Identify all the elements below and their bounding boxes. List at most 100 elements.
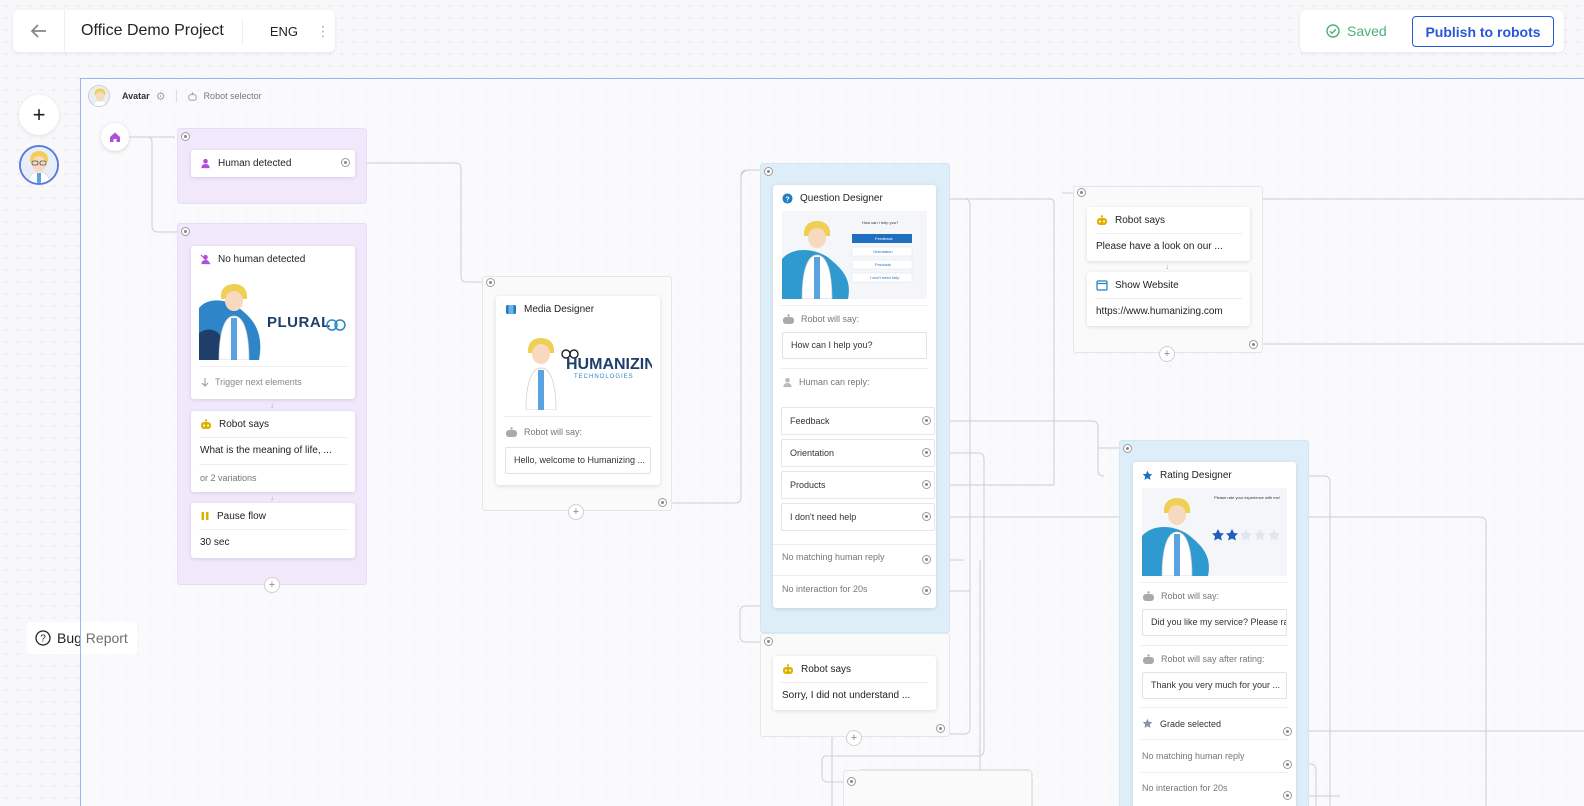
add-node-button[interactable]: + [846,730,862,746]
add-element-button[interactable]: + [19,95,59,135]
project-header: Office Demo Project ENG ⋮ [13,10,335,52]
after-rating-text[interactable]: Thank you very much for your ... [1142,672,1287,699]
output-port[interactable] [1283,727,1292,736]
preview-text: Please rate your experience with me! [1214,495,1280,500]
robot-selector[interactable]: Robot selector [203,91,262,101]
avatar-illustration [782,221,913,299]
trigger-next-row[interactable]: Trigger next elements [191,367,355,397]
robot-says-text: Sorry, I did not understand ... [782,690,911,701]
reply-option[interactable]: I don't need help [781,503,935,531]
grade-selected-row[interactable]: Grade selected [1133,708,1296,739]
brand-logo-text: HUMANIZING [566,356,652,373]
language-selector[interactable]: ENG [269,23,299,39]
output-port[interactable] [341,158,350,167]
output-port[interactable] [922,480,931,489]
input-port[interactable] [486,278,495,287]
output-port[interactable] [1283,760,1292,769]
reply-option[interactable]: Products [781,471,935,499]
output-port[interactable] [922,448,931,457]
human-detected-node[interactable]: Human detected [191,150,355,177]
robot-will-say-label: Robot will say: [801,314,860,324]
brand-logo-subtext: TECHNOLOGIES [574,374,634,380]
output-port[interactable] [1249,340,1258,349]
saved-label: Saved [1347,23,1387,39]
question-icon: ? [782,192,793,204]
pause-flow-node[interactable]: Pause flow 30 sec [191,503,355,558]
robot-will-say-row: Robot will say: [1133,583,1296,609]
robot-will-say-text[interactable]: Hello, welcome to Humanizing ... [505,447,651,474]
human-can-reply-row: Human can reply: [773,369,936,395]
gear-icon[interactable]: ⚙ [155,90,166,103]
output-port[interactable] [658,498,667,507]
website-url: https://www.humanizing.com [1096,306,1223,317]
input-port[interactable] [1123,444,1132,453]
node-title: Question Designer [800,192,883,204]
output-port[interactable] [922,586,931,595]
robot-says-node[interactable]: Robot says What is the meaning of life, … [191,411,355,492]
trigger-next-label: Trigger next elements [215,377,302,387]
check-circle-icon [1326,24,1340,38]
input-port[interactable] [1077,188,1086,197]
output-port[interactable] [1283,791,1292,800]
avatar-illustration [1142,498,1280,576]
avatar-thumbnail [88,85,110,107]
rating-designer-node[interactable]: Rating Designer Please rate your experie… [1133,462,1296,806]
node-title: Robot says [219,418,270,430]
avatar-label: Avatar [122,91,150,101]
output-port[interactable] [922,416,931,425]
home-icon [110,132,120,142]
node-preview-image: PLURAL [199,278,347,360]
svg-text:?: ? [785,194,790,203]
publish-button[interactable]: Publish to robots [1412,16,1554,47]
input-port[interactable] [181,132,190,141]
svg-text:?: ? [40,634,46,645]
connector-arrow-icon: ↓ [270,401,274,410]
robot-says-text: Please have a look on our ... [1096,241,1223,252]
input-port[interactable] [847,777,856,786]
robot-will-say-row: Robot will say: [773,306,936,332]
preview-option: Orientation [873,249,893,254]
reply-option[interactable]: Orientation [781,439,935,467]
start-node[interactable] [101,123,129,151]
robot-icon [783,313,794,324]
more-options-icon[interactable]: ⋮ [316,23,331,39]
output-port[interactable] [936,724,945,733]
input-port[interactable] [181,227,190,236]
bug-report-button[interactable]: ? Bug Report [27,622,137,654]
node-title: Media Designer [524,303,595,315]
preview-option: Feedback [875,236,893,241]
no-interaction-label: No interaction for 20s [1142,783,1228,793]
robot-says-node[interactable]: Robot says Please have a look on our ... [1087,207,1250,261]
robot-icon [187,91,197,101]
media-designer-node[interactable]: Media Designer HUMANIZING TECHNOLOGIES R… [496,296,660,485]
no-human-detected-node[interactable]: No human detected PLURAL Trigger next el… [191,246,355,399]
node-preview-image: How can I help you? Feedback Orientation… [782,211,927,299]
add-node-button[interactable]: + [1159,346,1175,362]
question-designer-node[interactable]: ? Question Designer How can I help you? … [773,185,936,608]
output-port[interactable] [922,555,931,564]
robot-says-node[interactable]: Robot says Sorry, I did not understand .… [773,656,936,710]
bug-report-label: Bug Report [57,630,128,646]
robot-will-say-row: Robot will say: [496,417,660,447]
node-title: Pause flow [217,510,266,522]
robot-will-say-text[interactable]: How can I help you? [782,332,927,359]
group-partial[interactable] [843,770,1032,806]
preview-question: How can I help you? [862,220,899,225]
avatar-illustration [199,284,261,360]
input-port[interactable] [764,637,773,646]
robot-icon [201,418,211,429]
input-port[interactable] [764,167,773,176]
robot-will-say-text[interactable]: Did you like my service? Please rat... [1142,609,1287,636]
human-can-reply-label: Human can reply: [799,377,870,387]
add-node-button[interactable]: + [264,577,280,593]
reply-option[interactable]: Feedback [781,407,935,435]
show-website-node[interactable]: Show Website https://www.humanizing.com [1087,272,1250,326]
back-button[interactable] [13,10,65,52]
output-port[interactable] [922,512,931,521]
add-node-button[interactable]: + [568,504,584,520]
preview-option: I don't need help [870,275,900,280]
person-off-icon [200,254,211,264]
node-title: Human detected [218,157,292,169]
avatar[interactable] [19,145,59,185]
